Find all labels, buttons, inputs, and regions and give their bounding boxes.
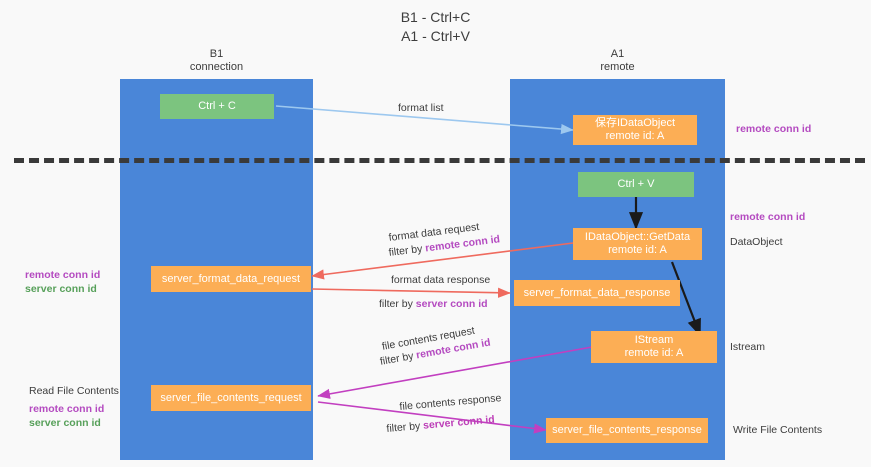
- edge-label-format-data-response: format data response: [391, 274, 491, 286]
- box-istream-line-2: remote id: A: [624, 347, 684, 359]
- phase-divider: [14, 158, 865, 163]
- annotation-right-remote-conn-id-top: remote conn id: [736, 123, 812, 135]
- box-idataobject-getdata[interactable]: IDataObject::GetData remote id: A: [573, 228, 702, 260]
- box-server-format-data-response-label: server_format_data_response: [523, 286, 671, 299]
- annotation-left-remote-conn-id-mid: remote conn id: [25, 269, 101, 281]
- annotation-left-read-file-contents: Read File Contents: [29, 385, 119, 397]
- edge-label-file-contents-response: file contents response: [399, 392, 502, 413]
- box-server-file-contents-request-label: server_file_contents_request: [160, 391, 302, 404]
- edge-label-file-contents-response-filter: filter by server conn id: [386, 414, 495, 436]
- box-server-file-contents-request[interactable]: server_file_contents_request: [151, 385, 311, 411]
- annotation-left-server-conn-id-mid: server conn id: [25, 283, 97, 295]
- box-ctrl-c[interactable]: Ctrl + C: [160, 94, 274, 119]
- annotation-right-write-file-contents: Write File Contents: [733, 424, 823, 436]
- box-ctrl-v[interactable]: Ctrl + V: [578, 172, 694, 197]
- arrow-format-data-response: [311, 287, 511, 298]
- annotation-right-remote-conn-id-mid: remote conn id: [730, 211, 806, 223]
- box-save-idataobject-line-1: 保存IDataObject: [594, 117, 676, 129]
- box-ctrl-v-label: Ctrl + V: [617, 178, 655, 190]
- annotation-left-remote-conn-id-bottom: remote conn id: [29, 403, 105, 415]
- box-istream[interactable]: IStream remote id: A: [591, 331, 717, 363]
- box-ctrl-c-label: Ctrl + C: [198, 100, 236, 112]
- filter-key-server-conn-id: server conn id: [415, 298, 488, 310]
- filter-key-server-conn-id: server conn id: [422, 413, 496, 432]
- box-save-idataobject[interactable]: 保存IDataObject remote id: A: [573, 115, 697, 145]
- lane-header-b1-name: B1: [209, 48, 224, 60]
- filter-prefix: filter by: [386, 419, 424, 435]
- box-server-file-contents-response[interactable]: server_file_contents_response: [546, 418, 708, 443]
- box-idataobject-getdata-line-2: remote id: A: [608, 244, 667, 256]
- edge-label-format-list: format list: [398, 102, 444, 114]
- box-idataobject-getdata-line-1: IDataObject::GetData: [584, 231, 691, 243]
- filter-prefix: filter by: [379, 298, 416, 310]
- filter-prefix: filter by: [388, 242, 426, 259]
- annotation-right-dataobject: DataObject: [730, 236, 783, 248]
- box-server-format-data-request-label: server_format_data_request: [161, 272, 301, 285]
- box-server-format-data-response[interactable]: server_format_data_response: [514, 280, 680, 306]
- lane-header-a1: A1 remote: [510, 48, 725, 74]
- diagram-title-line-2: A1 - Ctrl+V: [401, 28, 470, 44]
- box-server-file-contents-response-label: server_file_contents_response: [552, 424, 702, 436]
- box-save-idataobject-line-2: remote id: A: [605, 130, 665, 142]
- lane-header-b1-subtitle: connection: [189, 61, 244, 73]
- diagram-title: B1 - Ctrl+C A1 - Ctrl+V: [0, 8, 871, 46]
- lane-header-b1: B1 connection: [120, 48, 313, 74]
- annotation-left-server-conn-id-bottom: server conn id: [29, 417, 101, 429]
- edge-label-format-data-response-filter: filter by server conn id: [379, 298, 488, 311]
- box-istream-line-1: IStream: [634, 334, 674, 346]
- lane-header-a1-subtitle: remote: [600, 61, 635, 73]
- diagram-title-line-1: B1 - Ctrl+C: [400, 9, 471, 25]
- box-server-format-data-request[interactable]: server_format_data_request: [151, 266, 311, 292]
- annotation-right-istream: Istream: [730, 341, 766, 353]
- lane-header-a1-name: A1: [610, 48, 625, 60]
